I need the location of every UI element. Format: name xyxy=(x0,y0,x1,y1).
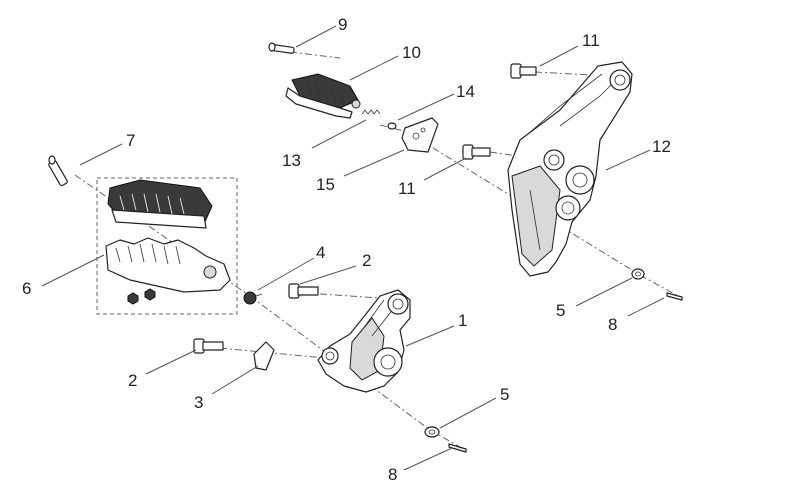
callout-7: 7 xyxy=(126,131,135,150)
callout-11-lower: 11 xyxy=(398,179,416,198)
callout-labels: 9 10 11 14 7 13 12 15 11 4 2 6 5 8 1 2 3… xyxy=(22,15,671,484)
part-7-pin xyxy=(48,155,68,187)
callout-12: 12 xyxy=(652,137,671,156)
part-15-plate xyxy=(401,117,439,153)
callout-2-upper: 2 xyxy=(362,251,371,270)
part-10-upper-footpeg xyxy=(285,73,361,119)
callout-11-upper: 11 xyxy=(582,31,600,50)
part-11-bolt-lower xyxy=(462,144,491,160)
callout-1: 1 xyxy=(458,311,467,330)
callout-9: 9 xyxy=(338,15,347,34)
part-5-washer-lower xyxy=(424,426,440,438)
part-9-pin xyxy=(268,42,295,54)
callout-13: 13 xyxy=(282,151,301,170)
callout-5-upper: 5 xyxy=(556,301,565,320)
callout-2-lower: 2 xyxy=(128,371,137,390)
part-13-spring xyxy=(361,109,381,115)
part-1-bracket xyxy=(317,289,411,393)
callout-10: 10 xyxy=(402,43,421,62)
part-12-bracket xyxy=(507,61,633,277)
callout-8-lower: 8 xyxy=(388,465,397,484)
callout-6: 6 xyxy=(22,279,31,298)
callout-4: 4 xyxy=(316,243,325,262)
part-6-footpeg-assembly xyxy=(96,177,238,315)
callout-15: 15 xyxy=(316,175,335,194)
part-8-pin-upper xyxy=(666,292,683,301)
part-11-bolt-upper xyxy=(510,63,537,79)
part-3-plate xyxy=(253,341,275,371)
callout-5-lower: 5 xyxy=(500,385,509,404)
part-14-ball xyxy=(387,122,397,130)
callout-8-upper: 8 xyxy=(608,315,617,334)
part-5-washer-upper xyxy=(631,268,645,280)
part-8-pin-lower xyxy=(448,443,467,453)
leader-lines xyxy=(41,25,665,471)
callout-3: 3 xyxy=(194,393,203,412)
part-2-bolt-lower xyxy=(193,338,224,354)
part-4-spring xyxy=(243,291,263,305)
callout-14: 14 xyxy=(456,82,475,101)
part-2-bolt-upper xyxy=(288,283,319,299)
